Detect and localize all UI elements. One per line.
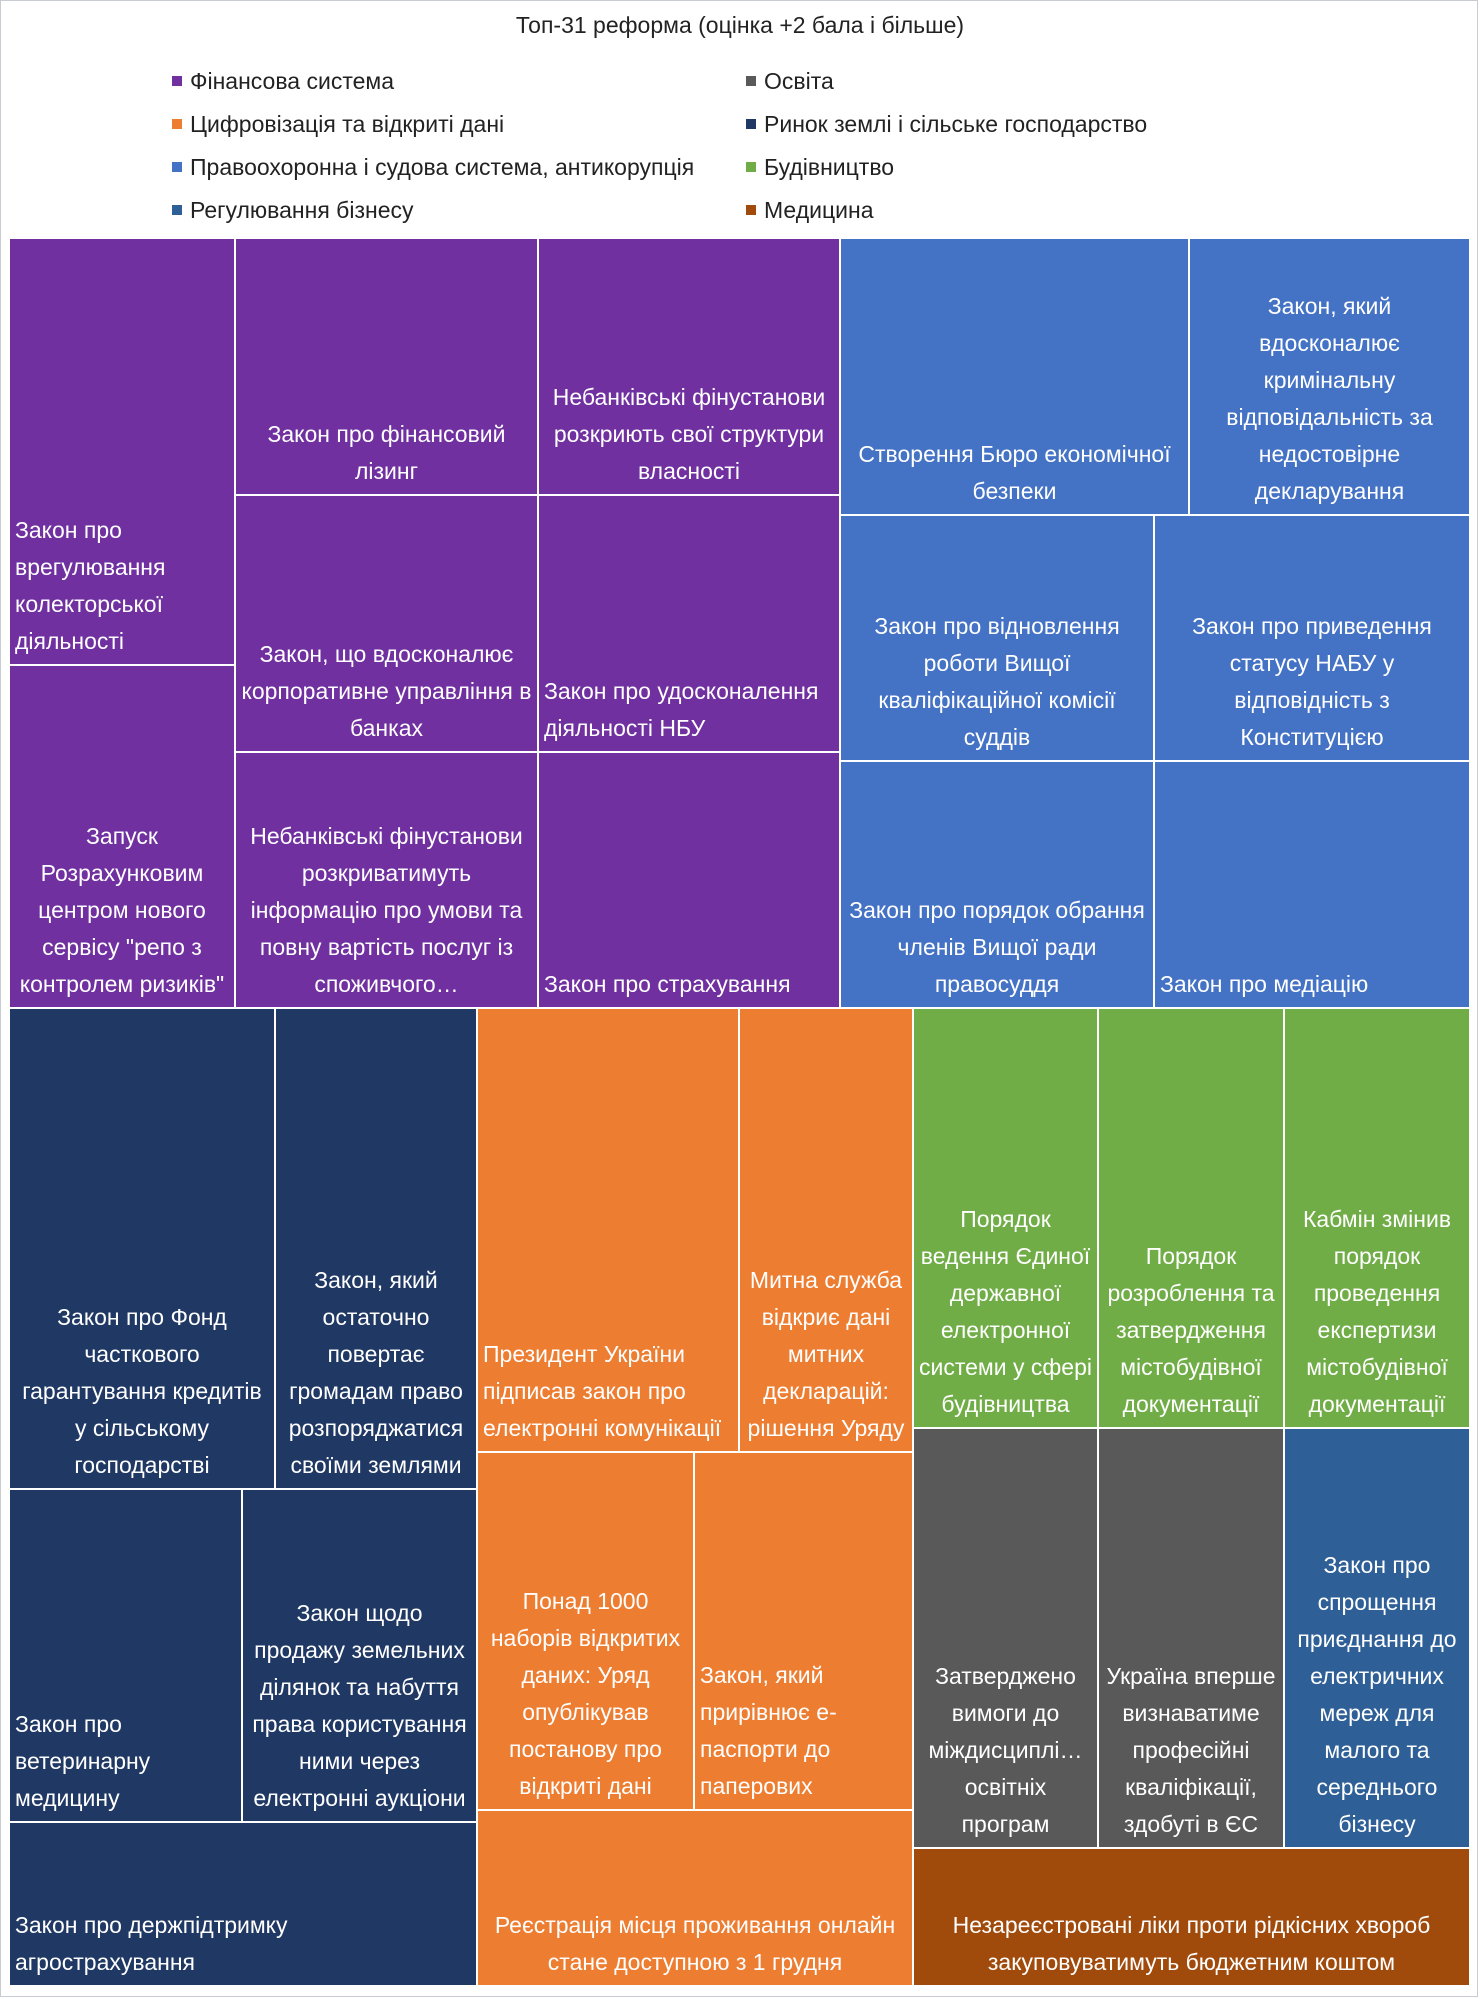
treemap-tile: Закон про відновлення роботи Вищої квалі… (840, 515, 1154, 761)
tile-label: Україна вперше визнаватиме професійні кв… (1106, 1663, 1276, 1837)
tile-label: Закон, який вдосконалює кримінальну відп… (1226, 293, 1433, 504)
tile-label: Створення Бюро економічної безпеки (858, 441, 1171, 504)
legend-label: Фінансова система (190, 68, 395, 94)
tile-label: Закон про держпідтримку агрострахування (15, 1912, 288, 1975)
treemap-tile: Небанківські фінустанови розкриватимуть … (235, 752, 538, 1008)
treemap-tile: Закон про удосконалення діяльності НБУ (538, 495, 840, 752)
treemap-tile: Закон про фінансовий лізинг (235, 238, 538, 495)
legend-label: Медицина (764, 197, 874, 223)
tile-label: Закон про Фонд часткового гарантування к… (22, 1304, 262, 1478)
legend-item: Освіта (746, 68, 834, 95)
legend-swatch (172, 119, 182, 129)
treemap-tile: Україна вперше визнаватиме професійні кв… (1098, 1428, 1284, 1848)
tile-label: Затверджено вимоги до міждисциплі… освіт… (928, 1663, 1083, 1837)
treemap-tile: Закон про держпідтримку агрострахування (9, 1822, 477, 1986)
tile-label: Закон про відновлення роботи Вищої квалі… (874, 613, 1120, 750)
treemap-tile: Президент України підписав закон про еле… (477, 1008, 739, 1452)
tile-label: Президент України підписав закон про еле… (483, 1341, 722, 1441)
treemap-tile: Реєстрація місця проживання онлайн стане… (477, 1810, 913, 1986)
treemap-tile: Порядок ведення Єдиної державної електро… (913, 1008, 1098, 1428)
legend-swatch (746, 76, 756, 86)
treemap-tile: Створення Бюро економічної безпеки (840, 238, 1189, 515)
tile-label: Закон, що вдосконалює корпоративне управ… (241, 641, 532, 741)
treemap-tile: Небанківські фінустанови розкриють свої … (538, 238, 840, 495)
treemap-tile: Закон щодо продажу земельних ділянок та … (242, 1489, 477, 1822)
treemap-tile: Закон про порядок обрання членів Вищої р… (840, 761, 1154, 1008)
treemap-tile: Затверджено вимоги до міждисциплі… освіт… (913, 1428, 1098, 1848)
tile-label: Закон про спрощення приєднання до електр… (1297, 1552, 1457, 1837)
tile-label: Реєстрація місця проживання онлайн стане… (494, 1912, 896, 1975)
legend-item: Будівництво (746, 154, 894, 181)
legend-label: Освіта (764, 68, 834, 94)
treemap-tile: Закон про спрощення приєднання до електр… (1284, 1428, 1470, 1848)
tile-label: Закон про порядок обрання членів Вищої р… (849, 897, 1145, 997)
legend-label: Ринок землі і сільське господарство (764, 111, 1148, 137)
legend-item: Правоохоронна і судова система, антикору… (172, 154, 694, 181)
legend-label: Цифровізація та відкриті дані (190, 111, 505, 137)
treemap-tile: Закон про Фонд часткового гарантування к… (9, 1008, 275, 1489)
tile-label: Закон про врегулювання колекторської дія… (15, 517, 166, 654)
tile-label: Закон про удосконалення діяльності НБУ (544, 678, 819, 741)
treemap-tile: Запуск Розрахунковим центром нового серв… (9, 665, 235, 1008)
legend-swatch (172, 205, 182, 215)
legend-swatch (746, 119, 756, 129)
treemap-tile: Порядок розроблення та затвердження міст… (1098, 1008, 1284, 1428)
tile-label: Порядок ведення Єдиної державної електро… (919, 1206, 1092, 1417)
treemap-tile: Кабмін змінив порядок проведення експерт… (1284, 1008, 1470, 1428)
tile-label: Закон про страхування (544, 971, 791, 997)
tile-label: Закон про приведення статусу НАБУ у відп… (1192, 613, 1432, 750)
treemap-tile: Закон, який остаточно повертає громадам … (275, 1008, 477, 1489)
tile-label: Небанківські фінустанови розкриватимуть … (250, 823, 523, 997)
treemap-tile: Закон, який прирівнює е-паспорти до папе… (694, 1452, 913, 1810)
legend-label: Регулювання бізнесу (190, 197, 414, 223)
treemap-tile: Закон, який вдосконалює кримінальну відп… (1189, 238, 1470, 515)
treemap-tile: Закон про ветеринарну медицину (9, 1489, 242, 1822)
tile-label: Закон, який остаточно повертає громадам … (288, 1267, 464, 1478)
tile-label: Порядок розроблення та затвердження міст… (1107, 1243, 1275, 1417)
legend-label: Будівництво (764, 154, 895, 180)
treemap-tile: Закон про приведення статусу НАБУ у відп… (1154, 515, 1470, 761)
treemap-tile: Закон про врегулювання колекторської дія… (9, 238, 235, 665)
tile-label: Запуск Розрахунковим центром нового серв… (19, 823, 225, 997)
legend-swatch (172, 162, 182, 172)
tile-label: Понад 1000 наборів відкритих даних: Уряд… (490, 1588, 681, 1799)
legend-item: Фінансова система (172, 68, 394, 95)
tile-label: Закон про медіацію (1160, 971, 1369, 997)
tile-label: Небанківські фінустанови розкриють свої … (552, 384, 826, 484)
tile-label: Закон про фінансовий лізинг (267, 421, 506, 484)
treemap-tile: Закон, що вдосконалює корпоративне управ… (235, 495, 538, 752)
treemap-tile: Закон про страхування (538, 752, 840, 1008)
treemap-tile: Незареєстровані ліки проти рідкісних хво… (913, 1848, 1470, 1986)
legend-item: Медицина (746, 197, 874, 224)
legend-item: Цифровізація та відкриті дані (172, 111, 504, 138)
legend-label: Правоохоронна і судова система, антикору… (190, 154, 695, 180)
tile-label: Закон, який прирівнює е-паспорти до папе… (700, 1662, 837, 1799)
treemap-tile: Понад 1000 наборів відкритих даних: Уряд… (477, 1452, 694, 1810)
treemap-tile: Митна служба відкриє дані митних деклара… (739, 1008, 913, 1452)
chart-title: Топ-31 реформа (оцінка +2 бала і більше) (515, 12, 965, 38)
legend-swatch (172, 76, 182, 86)
tile-label: Незареєстровані ліки проти рідкісних хво… (952, 1912, 1431, 1975)
legend-item: Регулювання бізнесу (172, 197, 414, 224)
tile-label: Кабмін змінив порядок проведення експерт… (1302, 1206, 1452, 1417)
legend-swatch (746, 205, 756, 215)
treemap-tile: Закон про медіацію (1154, 761, 1470, 1008)
tile-label: Митна служба відкриє дані митних деклара… (747, 1267, 905, 1441)
tile-label: Закон щодо продажу земельних ділянок та … (252, 1600, 467, 1811)
legend-swatch (746, 162, 756, 172)
tile-label: Закон про ветеринарну медицину (15, 1711, 151, 1811)
legend-item: Ринок землі і сільське господарство (746, 111, 1147, 138)
